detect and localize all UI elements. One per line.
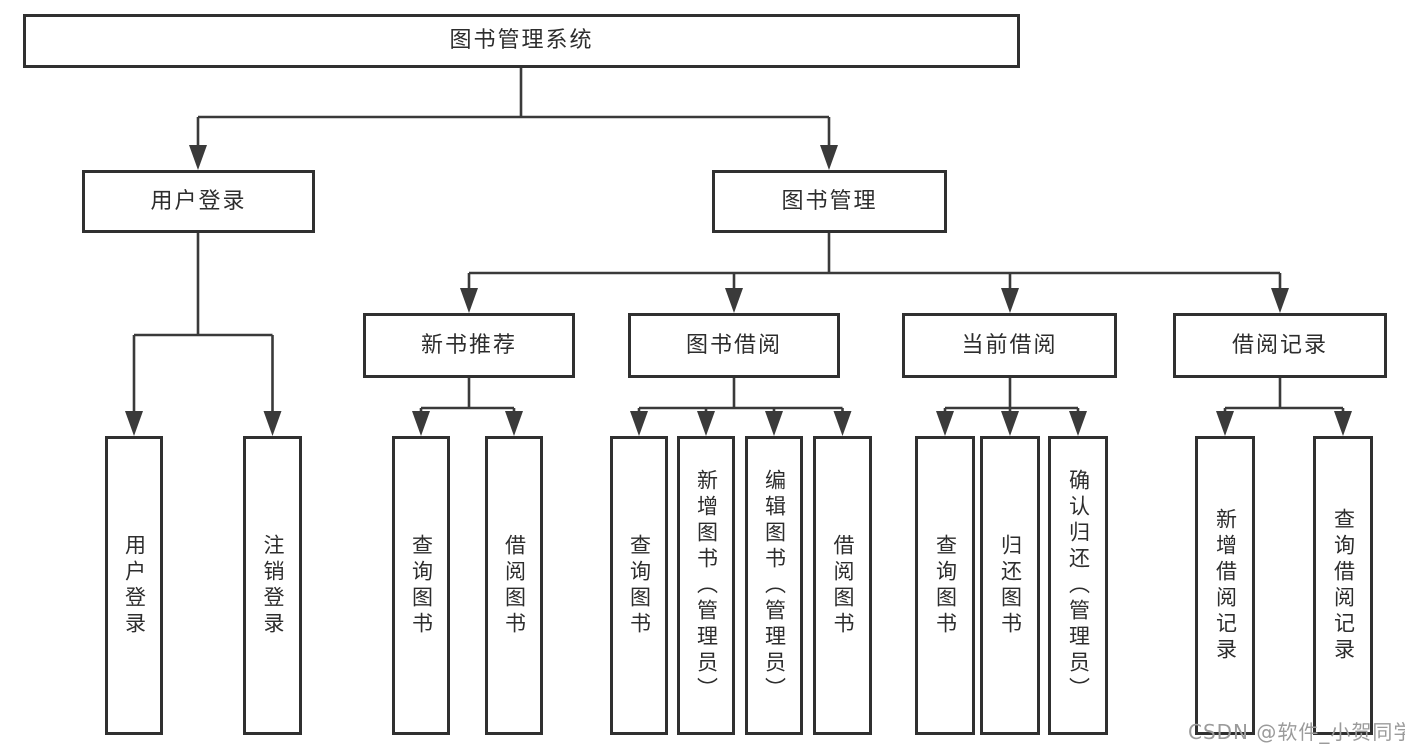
leaf-query-book-1: 查询图书 xyxy=(392,436,450,735)
leaf-query-book-2: 查询图书 xyxy=(610,436,668,735)
node-book-management: 图书管理 xyxy=(712,170,947,233)
node-borrow-record: 借阅记录 xyxy=(1173,313,1387,378)
leaf-user-login: 用户登录 xyxy=(105,436,163,735)
leaf-edit-book-admin: 编辑图书（管理员） xyxy=(745,436,803,735)
leaf-add-borrow-record: 新增借阅记录 xyxy=(1195,436,1255,735)
edge-newbook-to-leaves xyxy=(419,378,516,414)
edge-userlogin-to-leaves xyxy=(132,233,274,414)
node-new-book-recommend: 新书推荐 xyxy=(363,313,575,378)
leaf-confirm-return-admin: 确认归还（管理员） xyxy=(1048,436,1108,735)
leaf-logout: 注销登录 xyxy=(243,436,302,735)
leaf-return-book: 归还图书 xyxy=(980,436,1040,735)
leaf-borrow-book-2: 借阅图书 xyxy=(813,436,872,735)
edge-bookborrow-to-leaves xyxy=(637,378,844,414)
leaf-query-book-3: 查询图书 xyxy=(915,436,975,735)
edge-root-to-level2 xyxy=(196,68,831,150)
csdn-watermark: CSDN @软件_小贺同学 xyxy=(1188,720,1405,744)
node-root-system: 图书管理系统 xyxy=(23,14,1020,68)
leaf-borrow-book-1: 借阅图书 xyxy=(485,436,543,735)
leaf-add-book-admin: 新增图书（管理员） xyxy=(677,436,735,735)
edge-currentborrow-to-leaves xyxy=(943,378,1080,414)
edge-bookmgmt-to-level3 xyxy=(467,233,1282,293)
leaf-query-borrow-record: 查询借阅记录 xyxy=(1313,436,1373,735)
arrowheads xyxy=(125,145,1352,436)
node-current-borrow: 当前借阅 xyxy=(902,313,1117,378)
node-user-login: 用户登录 xyxy=(82,170,315,233)
node-book-borrow: 图书借阅 xyxy=(628,313,840,378)
edge-borrowrecord-to-leaves xyxy=(1223,378,1345,414)
